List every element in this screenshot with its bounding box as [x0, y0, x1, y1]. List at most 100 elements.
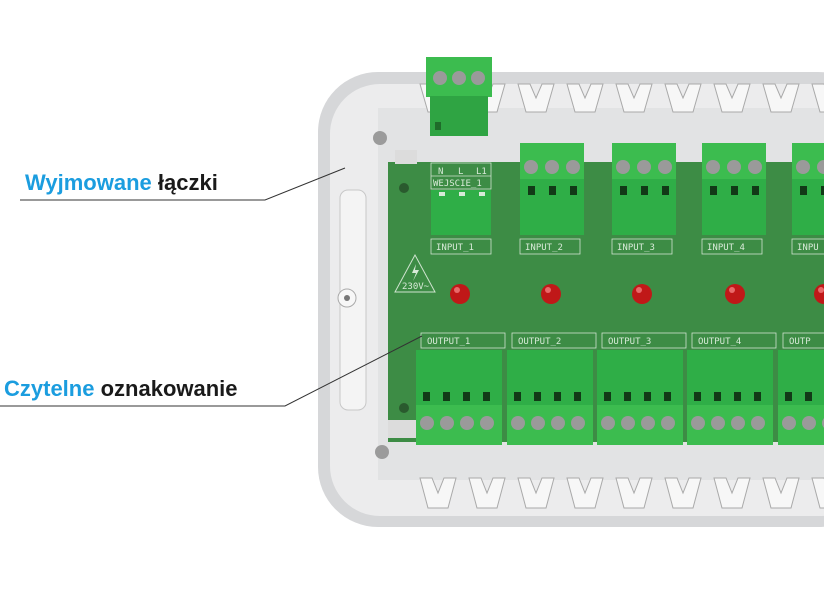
screw-icon: [731, 416, 745, 430]
input-connector: INPUT_1: [430, 190, 492, 255]
screw-icon: [637, 160, 651, 174]
led-highlight: [545, 287, 551, 293]
removable-connector[interactable]: [426, 57, 492, 136]
callout-clear-labeling: Czytelne oznakowanie: [4, 376, 238, 402]
screw-icon: [452, 71, 466, 85]
cable-clip: [419, 477, 457, 509]
output-connector: OUTPUT_1: [416, 332, 506, 445]
wire-slot: [641, 186, 648, 195]
label-frame: [519, 238, 581, 255]
callout-line: [0, 335, 423, 407]
screw-icon: [706, 160, 720, 174]
screw-icon: [531, 416, 545, 430]
screw-icon: [782, 416, 796, 430]
pin-slot: [439, 192, 445, 196]
warning-sign: 230V~: [394, 253, 436, 293]
screw-icon: [621, 416, 635, 430]
led-highlight: [729, 287, 735, 293]
wire-slot: [554, 392, 561, 401]
led-indicator: [725, 284, 745, 304]
wire-slot: [734, 392, 741, 401]
wire-slot: [620, 186, 627, 195]
connector-body: [792, 179, 824, 235]
pcb-hole: [399, 183, 409, 193]
screw-icon: [711, 416, 725, 430]
callout-highlight: Wyjmowane: [25, 170, 152, 195]
wire-slot: [423, 392, 430, 401]
label-frame: [430, 238, 492, 255]
input-label: INPU: [797, 243, 819, 253]
cable-clip: [762, 83, 800, 113]
pcb-hole: [399, 403, 409, 413]
output-connector: OUTPUT_3: [597, 332, 687, 445]
wire-slot: [534, 392, 541, 401]
wire-slot: [785, 392, 792, 401]
input-1-header: N L L1 WEJSCIE_1: [430, 162, 492, 190]
output-label: OUTP: [789, 337, 811, 347]
input-label: INPUT_1: [436, 243, 474, 253]
label-frame: [782, 332, 824, 349]
wire-slot: [574, 392, 581, 401]
cable-clip: [468, 477, 506, 509]
screw-icon: [802, 416, 816, 430]
output-label: OUTPUT_3: [608, 337, 651, 347]
pin-slot: [459, 192, 465, 196]
output-connector: OUTP: [778, 332, 824, 445]
led-highlight: [818, 287, 824, 293]
screw-icon: [480, 416, 494, 430]
screw-icon: [601, 416, 615, 430]
label-frame: [611, 238, 673, 255]
label-frame: [701, 238, 763, 255]
screw-icon: [460, 416, 474, 430]
wire-slot: [662, 186, 669, 195]
label-frame: [791, 238, 824, 255]
pin-label: N: [438, 167, 443, 177]
cable-clip: [615, 83, 653, 113]
cable-clip: [762, 477, 800, 509]
led-highlight: [454, 287, 460, 293]
output-label: OUTPUT_2: [518, 337, 561, 347]
input-label: INPUT_4: [707, 243, 745, 253]
pcb-holder: [388, 420, 416, 438]
wire-slot: [604, 392, 611, 401]
input-header-label: WEJSCIE_1: [433, 179, 482, 189]
screw-icon: [661, 416, 675, 430]
cable-clip: [713, 477, 751, 509]
wire-slot: [754, 392, 761, 401]
voltage-label: 230V~: [402, 282, 430, 292]
cable-clip: [566, 477, 604, 509]
screw-hole-center: [344, 295, 350, 301]
cable-clip: [713, 83, 751, 113]
screw-icon: [727, 160, 741, 174]
screw-icon: [658, 160, 672, 174]
cable-clip: [566, 83, 604, 113]
wire-slot: [714, 392, 721, 401]
screw-icon: [571, 416, 585, 430]
wire-slot: [800, 186, 807, 195]
connector-body: [431, 190, 491, 235]
screw-icon: [433, 71, 447, 85]
led-highlight: [636, 287, 642, 293]
callout-text: oznakowanie: [100, 376, 238, 401]
output-label: OUTPUT_1: [427, 337, 470, 347]
wire-slot: [483, 392, 490, 401]
callout-highlight: Czytelne: [4, 376, 95, 401]
pin-label: L1: [476, 167, 487, 177]
pcb-holder: [395, 150, 417, 164]
warning-triangle: [394, 253, 436, 293]
label-frame: [420, 332, 506, 349]
wire-slot: [644, 392, 651, 401]
screw-icon: [524, 160, 538, 174]
screw-icon: [420, 416, 434, 430]
wire-slot: [821, 186, 824, 195]
wire-slot: [443, 392, 450, 401]
wire-slot: [463, 392, 470, 401]
callout-text: łączki: [157, 170, 218, 195]
wire-slot: [805, 392, 812, 401]
output-connector: OUTPUT_2: [507, 332, 597, 445]
screw-icon: [471, 71, 485, 85]
input-connector: INPU: [791, 143, 824, 255]
screw-icon: [545, 160, 559, 174]
